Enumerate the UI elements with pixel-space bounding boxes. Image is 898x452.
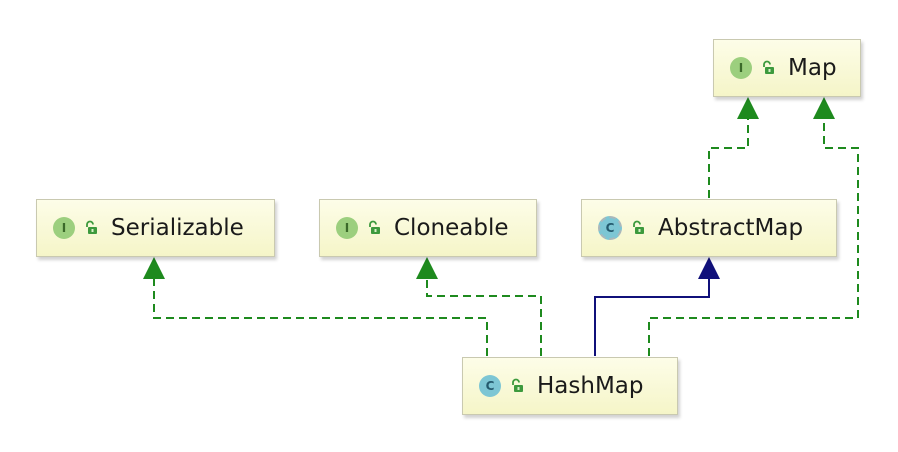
arrowhead-map-from-abstractmap (737, 97, 759, 119)
node-cloneable[interactable]: I Cloneable (319, 199, 537, 257)
edge-hashmap-abstractmap (594, 278, 710, 356)
edge-hashmap-map (648, 117, 859, 356)
open-lock-icon (512, 378, 523, 392)
open-lock-icon (369, 220, 380, 234)
node-label: Serializable (111, 215, 244, 241)
node-hashmap[interactable]: C HashMap (462, 357, 678, 415)
interface-icon: I (730, 57, 752, 79)
abstract-class-icon: C (598, 216, 622, 240)
interface-icon: I (53, 217, 75, 239)
arrowhead-cloneable (416, 257, 438, 279)
arrowhead-serializable (143, 257, 165, 279)
node-map[interactable]: I Map (713, 39, 861, 97)
node-label: AbstractMap (658, 215, 804, 241)
arrowhead-abstractmap (698, 257, 720, 279)
edge-hashmap-serializable (153, 278, 488, 356)
interface-icon: I (336, 217, 358, 239)
arrowhead-map-from-hashmap (813, 97, 835, 119)
edge-abstractmap-map (708, 117, 749, 198)
node-label: Cloneable (394, 215, 509, 241)
node-abstractmap[interactable]: C AbstractMap (581, 199, 837, 257)
edge-hashmap-cloneable (426, 278, 542, 356)
class-icon: C (479, 375, 501, 397)
node-label: HashMap (537, 373, 644, 399)
node-serializable[interactable]: I Serializable (36, 199, 275, 257)
open-lock-icon (763, 60, 774, 74)
open-lock-icon (633, 220, 644, 234)
node-label: Map (788, 55, 837, 81)
open-lock-icon (86, 220, 97, 234)
